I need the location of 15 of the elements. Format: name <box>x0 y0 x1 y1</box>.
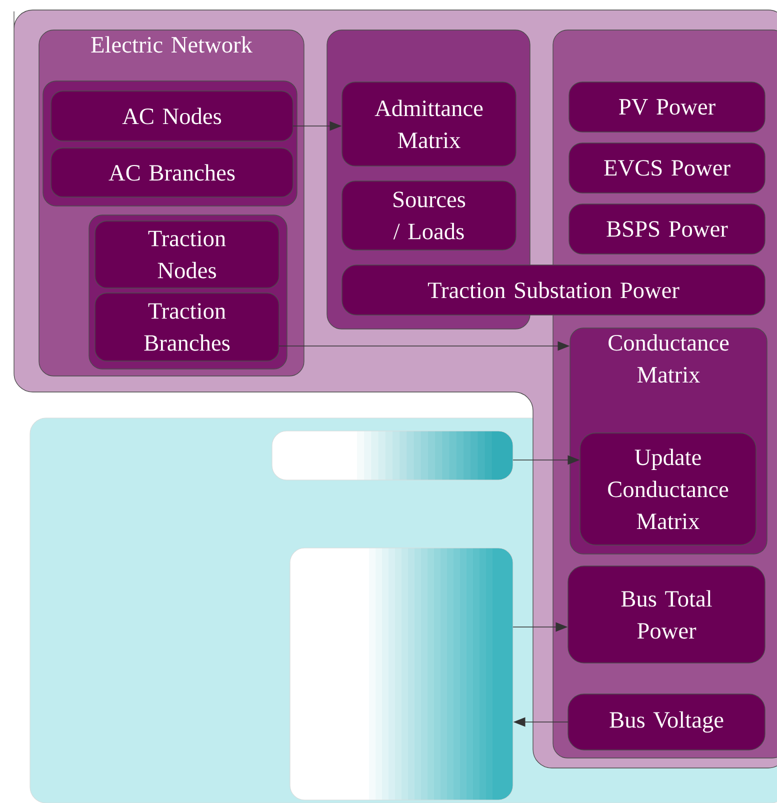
faded-box <box>290 548 514 800</box>
process-box: EVCS Power <box>568 142 766 194</box>
process-box: BSPS Power <box>568 204 766 254</box>
faded-box <box>272 430 514 480</box>
process-box: Traction Branches <box>94 292 280 362</box>
process-box: Traction Substation Power <box>342 264 766 316</box>
process-box: AC Branches <box>50 148 294 198</box>
process-box: AC Nodes <box>50 90 294 142</box>
process-box: Bus Total Power <box>568 566 766 664</box>
process-box: Traction Nodes <box>94 220 280 288</box>
process-box: Sources / Loads <box>342 180 516 250</box>
process-box: Admittance Matrix <box>342 82 516 166</box>
process-box: Bus Voltage <box>568 694 766 750</box>
process-box: PV Power <box>568 82 766 132</box>
process-box: Update Conductance Matrix <box>580 432 756 546</box>
